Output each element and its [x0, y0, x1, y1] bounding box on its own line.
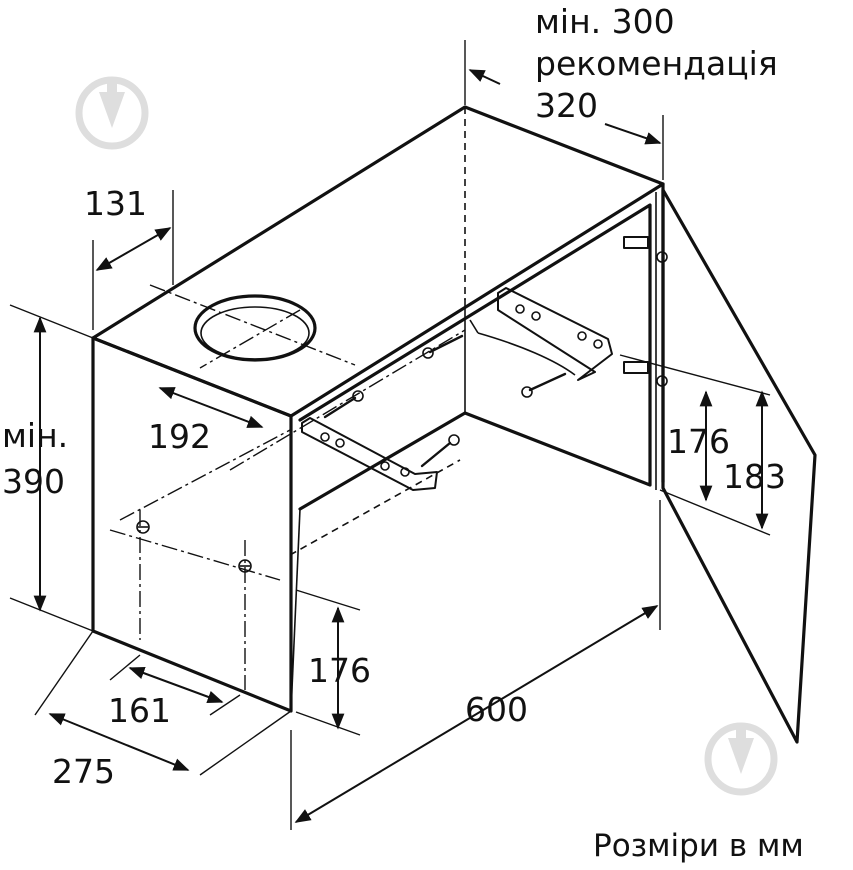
label-top-min: мін. 300 — [535, 2, 675, 41]
screw-icon — [238, 559, 252, 573]
label-176-right: 176 — [667, 422, 730, 461]
dim-390 — [9, 304, 94, 632]
caption: Розміри в мм — [593, 828, 804, 864]
label-600: 600 — [465, 690, 528, 729]
wall-bracket-icon — [469, 287, 613, 381]
screw-icon — [422, 334, 464, 359]
screw-icon — [521, 372, 567, 398]
label-176-front: 176 — [308, 651, 371, 690]
wall-bracket-icon — [301, 417, 438, 491]
label-192: 192 — [148, 417, 211, 456]
door-panel — [655, 188, 817, 744]
dim-161-275 — [34, 630, 292, 776]
label-left-min: мін. — [2, 416, 68, 455]
watermark-logo-icon — [75, 76, 149, 150]
cabinet-outline — [91, 105, 665, 713]
label-275: 275 — [52, 752, 115, 791]
dim-131 — [92, 190, 174, 330]
dim-top — [464, 40, 664, 180]
side-centerlines — [109, 429, 291, 690]
screw-icon — [323, 390, 364, 419]
label-161: 161 — [108, 691, 171, 730]
screw-icon — [136, 520, 150, 534]
label-top-val: 320 — [535, 86, 598, 125]
dim-600 — [290, 500, 661, 830]
label-131: 131 — [84, 184, 147, 223]
watermark-logo-icon — [704, 722, 778, 796]
dim-192 — [158, 387, 264, 428]
hidden-edges — [229, 107, 466, 556]
label-183: 183 — [723, 457, 786, 496]
label-left-val: 390 — [2, 462, 65, 501]
hinge-icon — [623, 361, 668, 387]
dim-176-183 — [619, 354, 771, 536]
hinge-icon — [623, 236, 668, 263]
exhaust-opening — [149, 284, 356, 369]
screw-icon — [420, 434, 460, 468]
label-top-rec: рекомендація — [535, 44, 778, 83]
